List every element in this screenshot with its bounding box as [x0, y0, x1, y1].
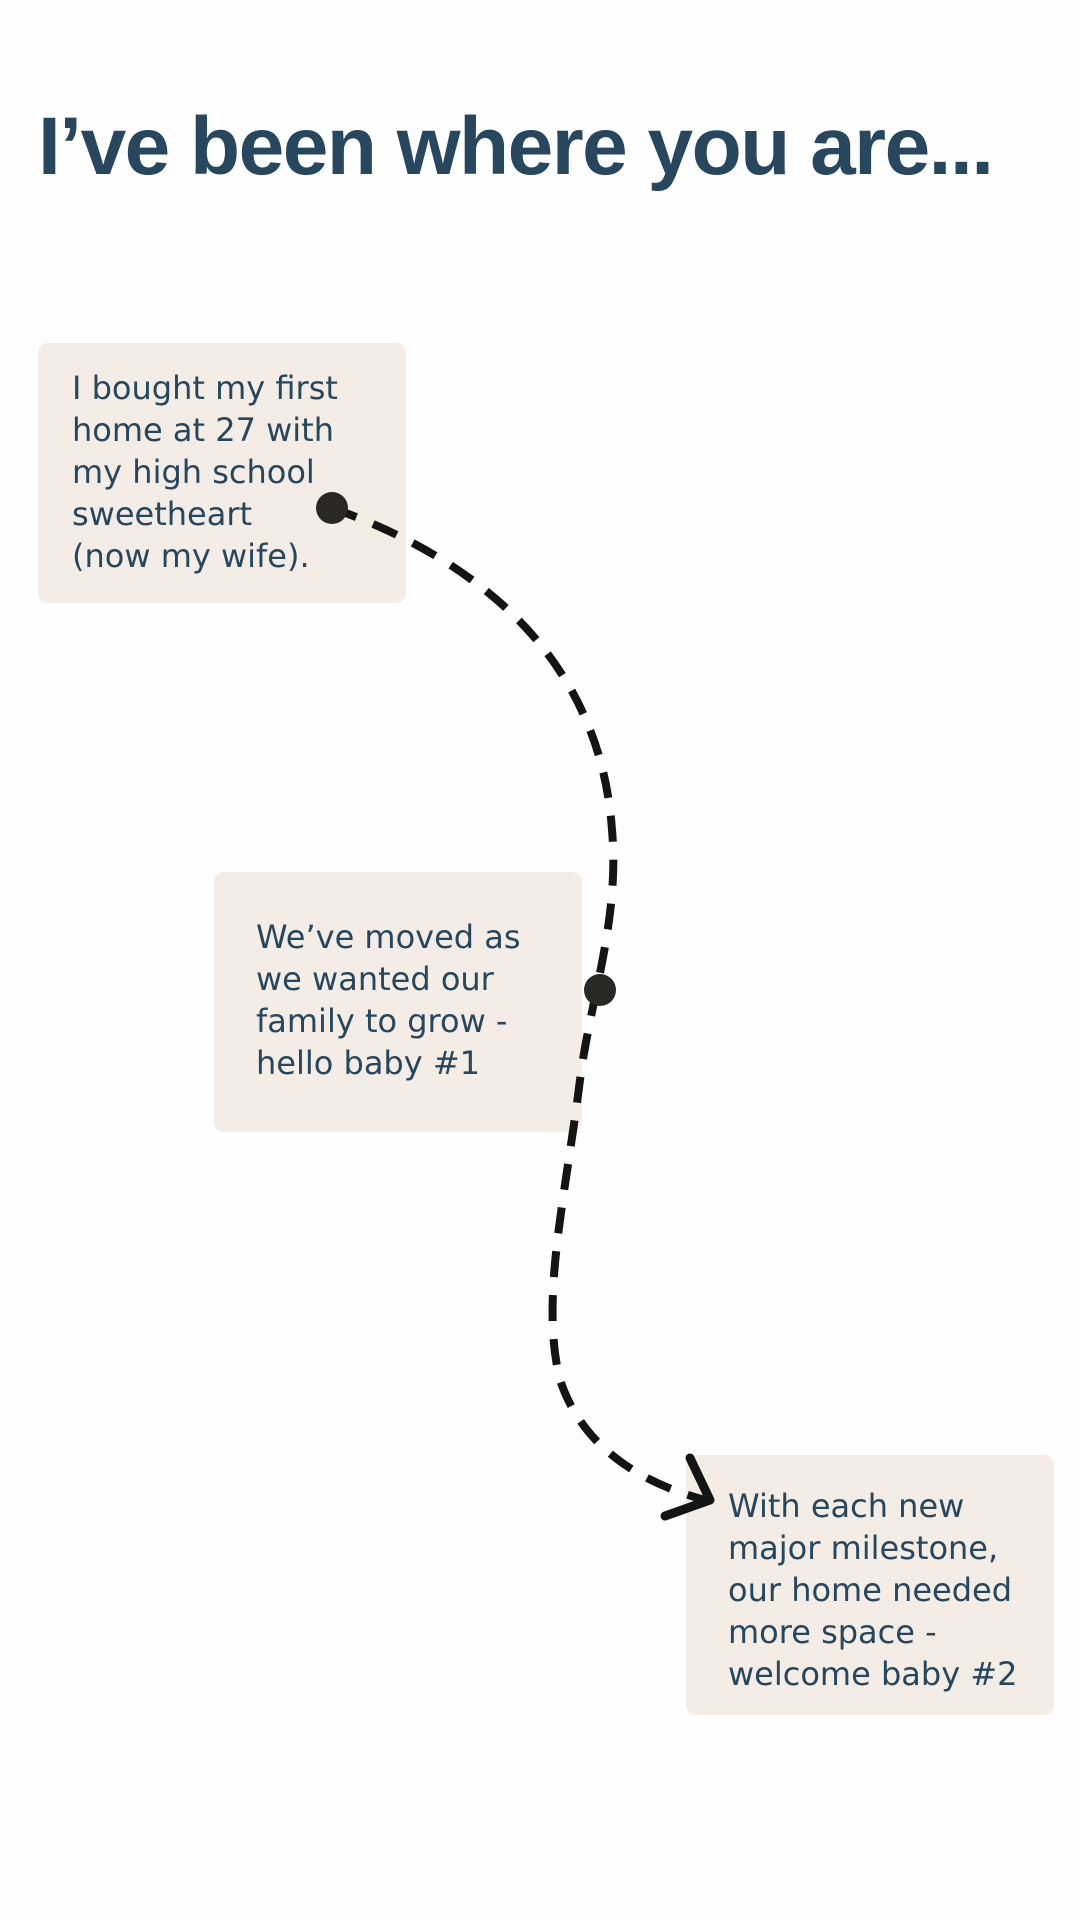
timeline-dot-middle — [584, 974, 616, 1006]
milestone-text: I bought my first home at 27 with my hig… — [72, 369, 338, 575]
milestone-card-baby-2: With each new major milestone, our home … — [686, 1455, 1054, 1715]
page-title: I’ve been where you are... — [38, 101, 994, 192]
milestone-text: With each new major milestone, our home … — [728, 1487, 1018, 1693]
milestone-text: We’ve moved as we wanted our family to g… — [256, 918, 521, 1082]
milestone-card-first-home: I bought my first home at 27 with my hig… — [38, 343, 406, 603]
milestone-card-baby-1: We’ve moved as we wanted our family to g… — [214, 872, 582, 1132]
